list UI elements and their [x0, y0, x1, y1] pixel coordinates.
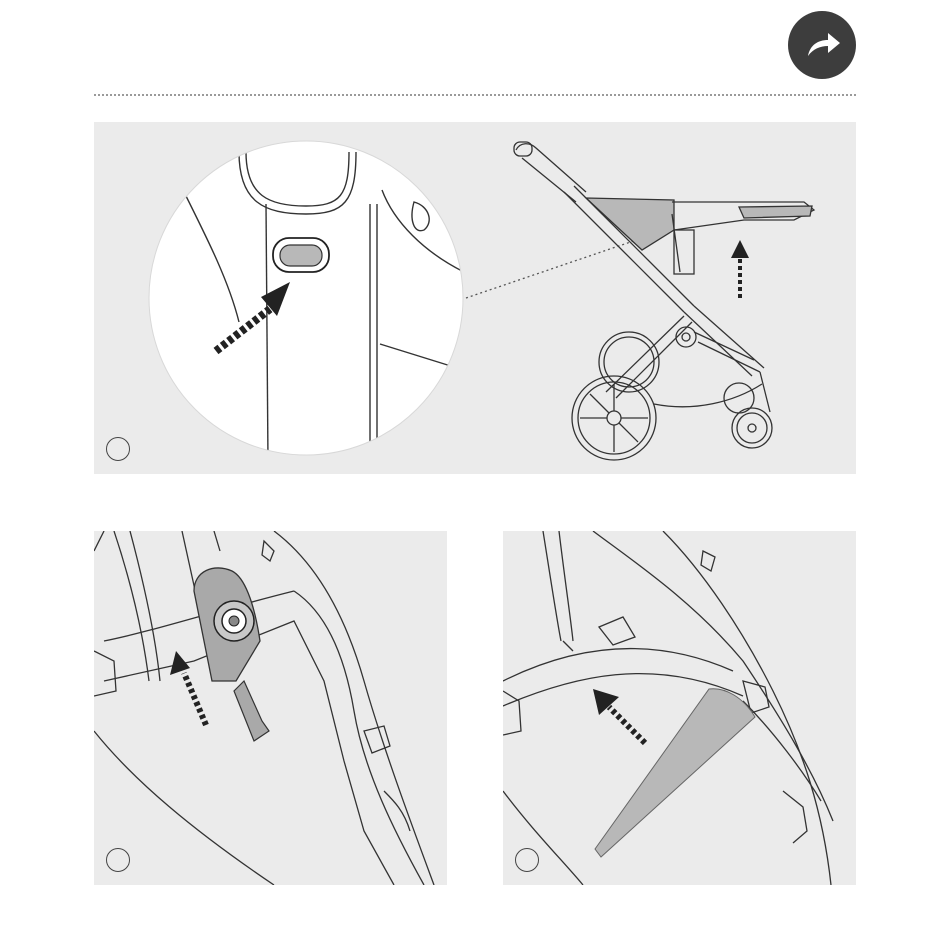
zoom-callout-icon — [149, 141, 464, 462]
top-illustration — [94, 122, 856, 474]
instruction-panel-top — [94, 122, 856, 474]
bottom-left-illustration — [94, 531, 447, 885]
step-marker-bottom-left — [106, 848, 130, 872]
pivot-joint-icon — [194, 568, 269, 741]
next-page-badge[interactable] — [788, 11, 856, 79]
instruction-panel-bottom-right — [503, 531, 856, 885]
release-button-icon — [273, 238, 329, 272]
stroller-illustration — [514, 142, 814, 460]
step-marker-bottom-right — [515, 848, 539, 872]
bottom-right-illustration — [503, 531, 856, 885]
lift-arrow-icon — [731, 240, 749, 298]
header-divider — [94, 94, 856, 96]
instruction-panel-bottom-left — [94, 531, 447, 885]
pull-arrow-icon — [593, 689, 645, 743]
step-marker-top — [106, 437, 130, 461]
curved-arrow-right-icon — [800, 23, 844, 67]
zoom-callout-line — [466, 234, 654, 298]
